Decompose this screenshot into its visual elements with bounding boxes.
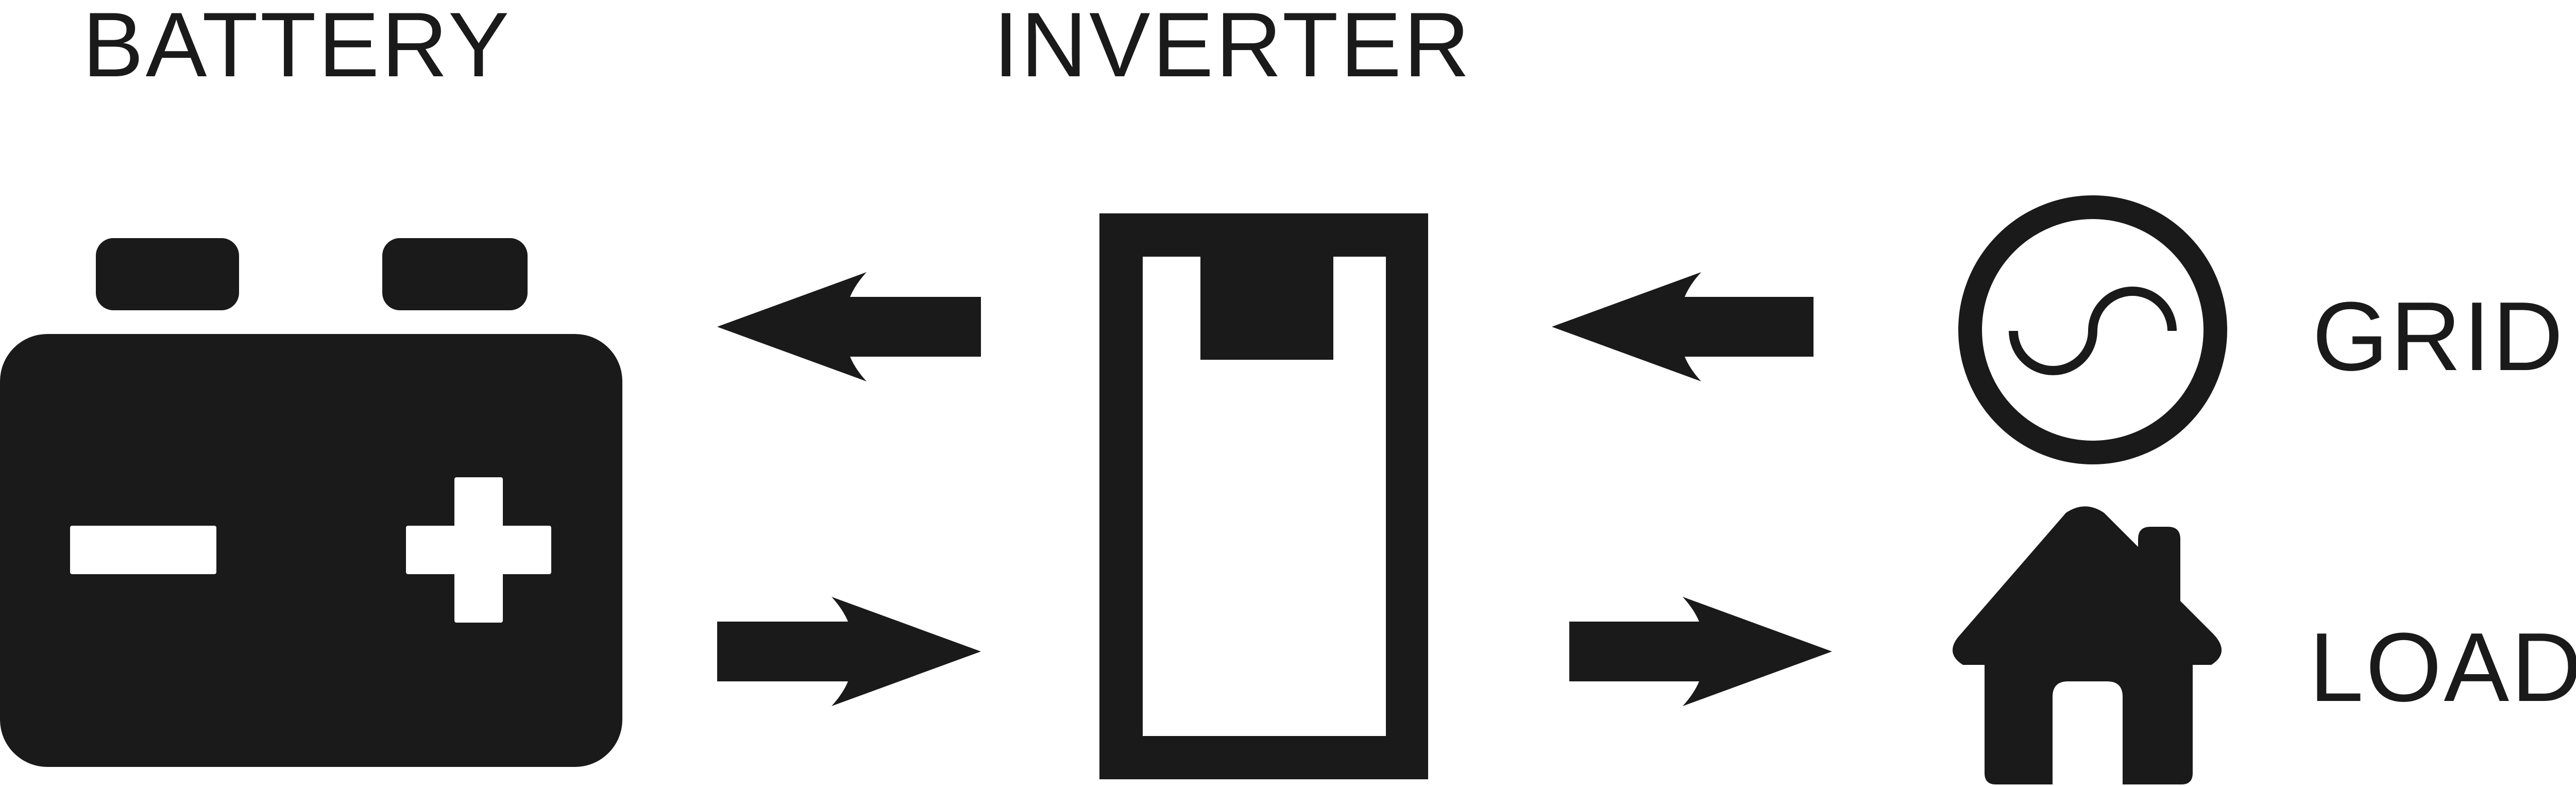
battery-plus-sign [406, 477, 551, 623]
battery-icon [0, 238, 622, 767]
load-label: LOAD [2309, 613, 2576, 722]
sine-wave [2009, 287, 2177, 375]
arrow-left-icon [1552, 272, 1814, 381]
grid-ring [1958, 195, 2227, 464]
inverter-display [1200, 257, 1333, 360]
inverter-label: INVERTER [993, 0, 1472, 96]
battery-terminal-right [382, 238, 528, 310]
grid-ac-icon [1958, 195, 2227, 464]
battery-minus-sign [70, 526, 216, 574]
battery-label: BATTERY [82, 0, 512, 96]
arrow-left-icon [717, 272, 981, 381]
inverter-icon [1099, 213, 1428, 779]
inverter-dot [1259, 314, 1274, 329]
inverter-dot [1286, 314, 1300, 329]
house-body [1952, 506, 2222, 784]
inverter-dot [1232, 314, 1247, 329]
house-icon [1952, 506, 2222, 784]
battery-terminal-left [96, 238, 239, 310]
arrow-right-icon [717, 597, 981, 706]
arrow-right-icon [1569, 597, 1832, 706]
battery-body [0, 334, 622, 767]
grid-label: GRID [2312, 282, 2565, 391]
inverter-frame [1099, 213, 1428, 779]
